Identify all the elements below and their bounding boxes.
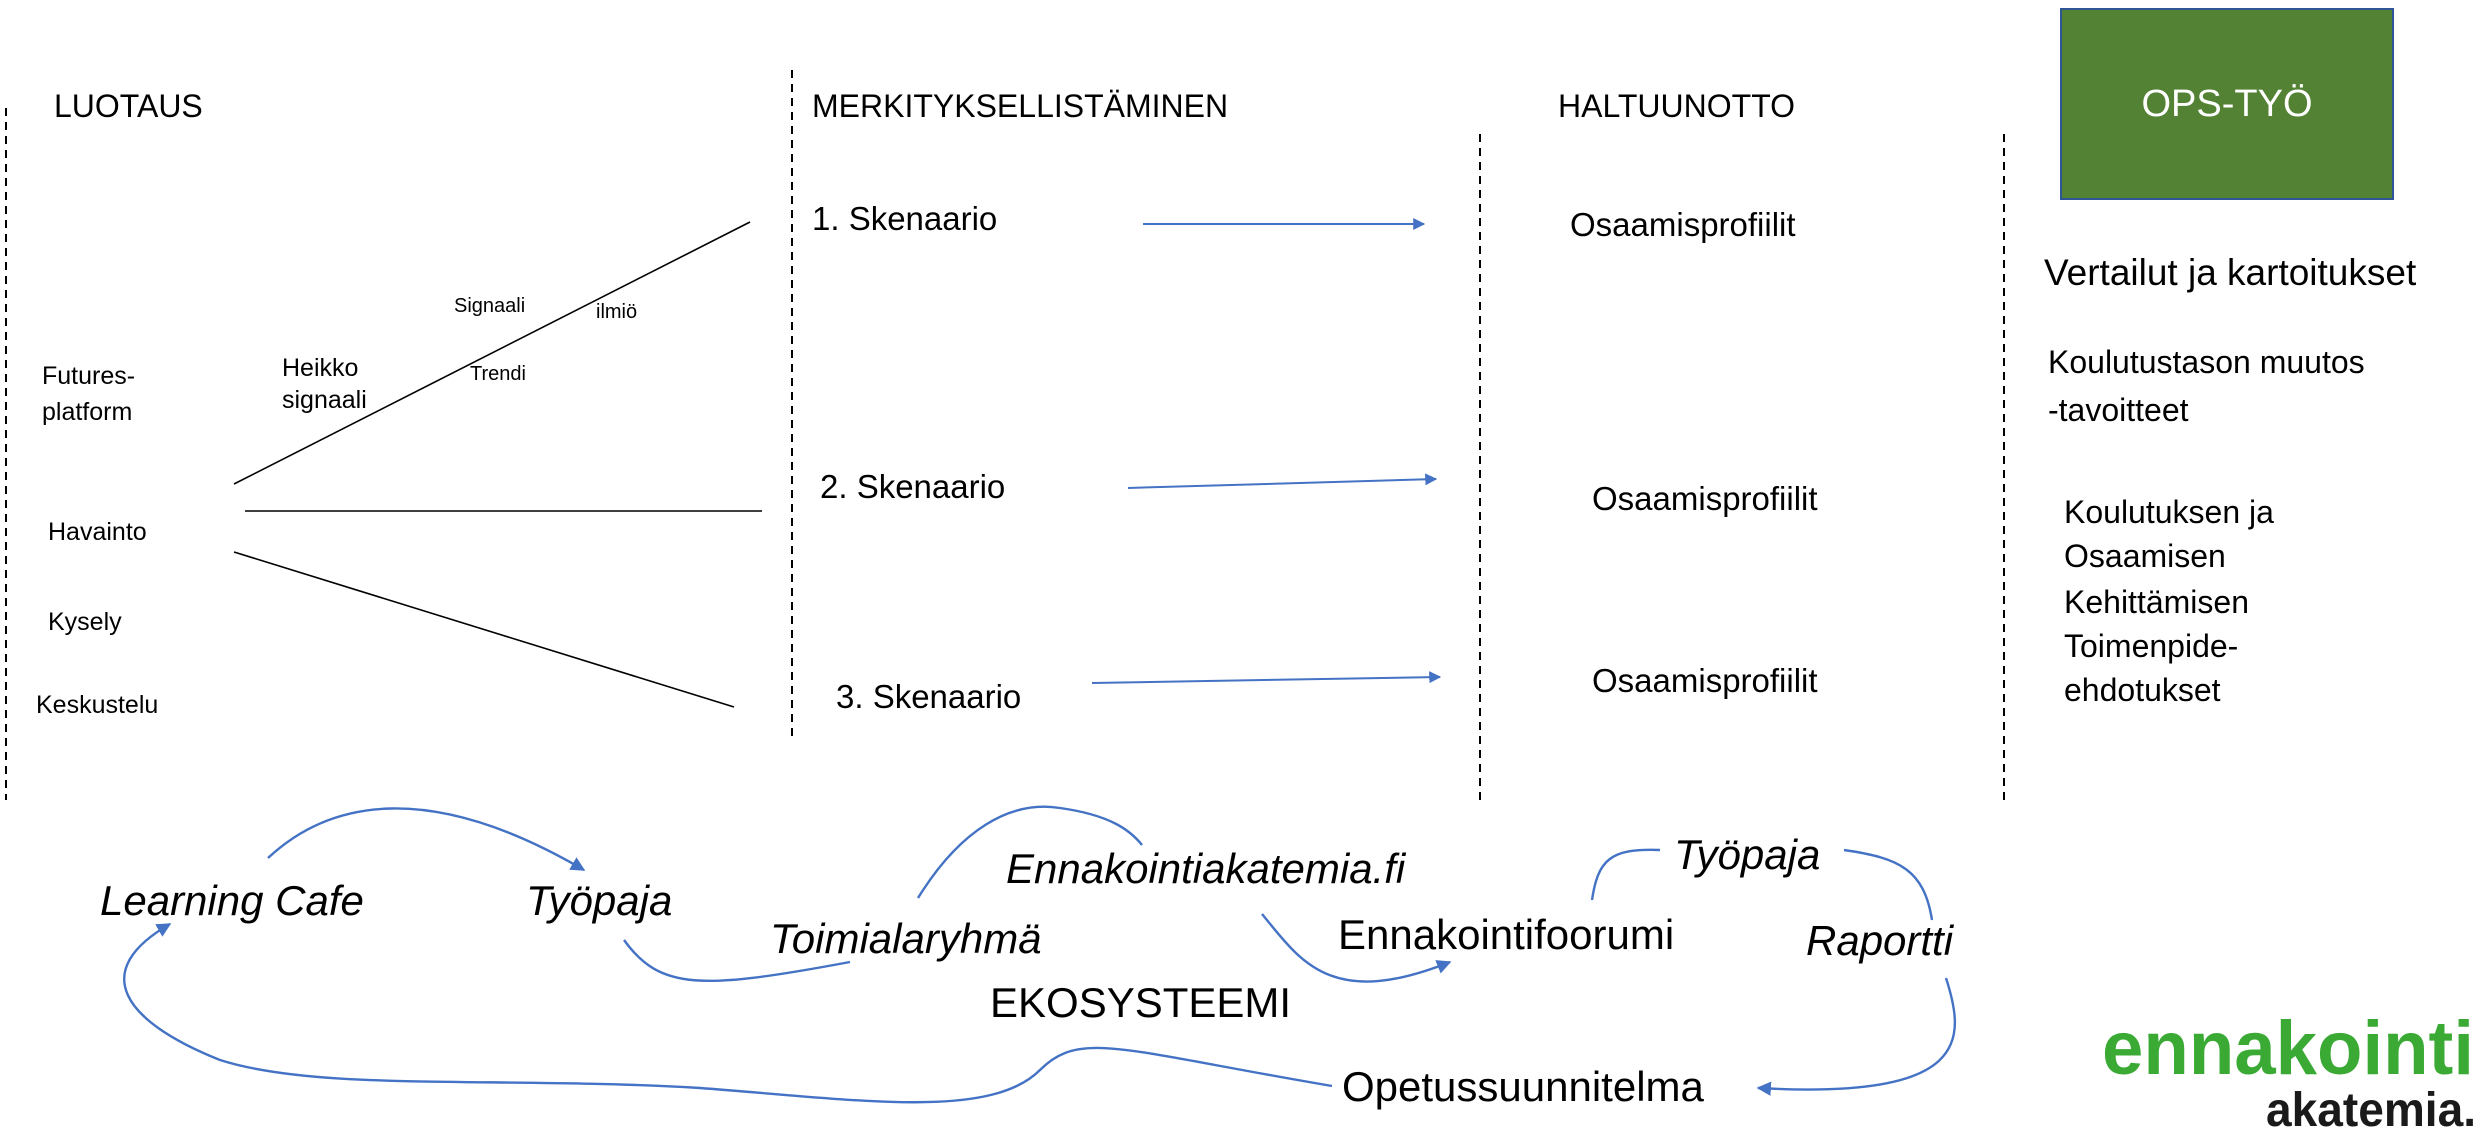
futures-label-line1: Futures-	[42, 362, 136, 390]
scenario-2-arrow	[1127, 473, 1438, 489]
trendi-label: Trendi	[470, 363, 526, 385]
scenario-2: 2. Skenaario	[820, 468, 1006, 505]
scenario-3: 3. Skenaario	[836, 678, 1022, 715]
profile-2: Osaamisprofiilit	[1592, 480, 1818, 517]
curve-ennakointi-foorumi	[1261, 913, 1452, 983]
kehitys-line5: ehdotukset	[2064, 672, 2221, 708]
opetussuunnitelma-label: Opetussuunnitelma	[1342, 1063, 1704, 1110]
raportti-label: Raportti	[1806, 917, 1954, 964]
heikko-label-line2: signaali	[282, 386, 367, 414]
header-luotaus: LUOTAUS	[54, 88, 203, 124]
ilmio-label: ilmiö	[596, 301, 638, 323]
havainto-label: Havainto	[48, 518, 147, 546]
logo-line1: ennakointi	[2102, 1008, 2474, 1091]
kysely-label: Kysely	[48, 608, 122, 636]
logo-line2: akatemia.	[2266, 1084, 2476, 1130]
kehitys-line1: Koulutuksen ja	[2064, 494, 2274, 530]
tyopaja-2-label: Työpaja	[1674, 831, 1821, 878]
vertailut-label: Vertailut ja kartoitukset	[2044, 252, 2417, 293]
kehitys-line2: Osaamisen	[2064, 538, 2226, 574]
curve-tyopaja-toimiala	[623, 939, 851, 983]
kehitys-line3: Kehittämisen	[2064, 584, 2249, 620]
rising-line	[233, 221, 751, 485]
ennakointiakatemia-label: Ennakointiakatemia.fi	[1006, 845, 1406, 892]
curve-learningcafe-tyopaja	[267, 807, 586, 872]
kehitys-line4: Toimenpide-	[2064, 628, 2239, 664]
curve-foorumi-tyopaja	[1590, 848, 1661, 901]
ekosysteemi-label: EKOSYSTEEMI	[990, 979, 1292, 1026]
profile-1: Osaamisprofiilit	[1570, 206, 1796, 243]
scenario-3-arrow	[1091, 671, 1442, 684]
profile-3: Osaamisprofiilit	[1592, 662, 1818, 699]
koulutustaso-line1: Koulutustason muutos	[2048, 344, 2365, 380]
tyopaja-1-label: Työpaja	[526, 877, 673, 924]
heikko-label-line1: Heikko	[282, 354, 359, 382]
falling-line	[233, 551, 735, 708]
ops-tyo-box: OPS-TYÖ	[2060, 8, 2394, 200]
signaali-label: Signaali	[454, 295, 526, 317]
ennakointi-akatemia-logo: ennakointi akatemia.	[2102, 1008, 2476, 1130]
curve-ops-learningcafe	[123, 922, 1333, 1104]
header-haltuunotto: HALTUUNOTTO	[1558, 88, 1796, 124]
header-merkityksellistaminen: MERKITYKSELLISTÄMINEN	[812, 88, 1229, 124]
learning-cafe-label: Learning Cafe	[100, 877, 364, 924]
curve-tyopaja-raportti	[1843, 848, 1934, 921]
curve-toimiala-ennakointi	[916, 805, 1143, 899]
keskustelu-label: Keskustelu	[36, 691, 159, 719]
toimialaryhma-label: Toimialaryhmä	[770, 915, 1042, 962]
ennakointifoorumi-label: Ennakointifoorumi	[1338, 911, 1675, 958]
futures-label-line2: platform	[42, 398, 133, 426]
scenario-1: 1. Skenaario	[812, 200, 998, 237]
ops-tyo-label: OPS-TYÖ	[2141, 82, 2313, 125]
curve-raportti-ops	[1756, 977, 1957, 1096]
koulutustaso-line2: -tavoitteet	[2048, 392, 2189, 428]
